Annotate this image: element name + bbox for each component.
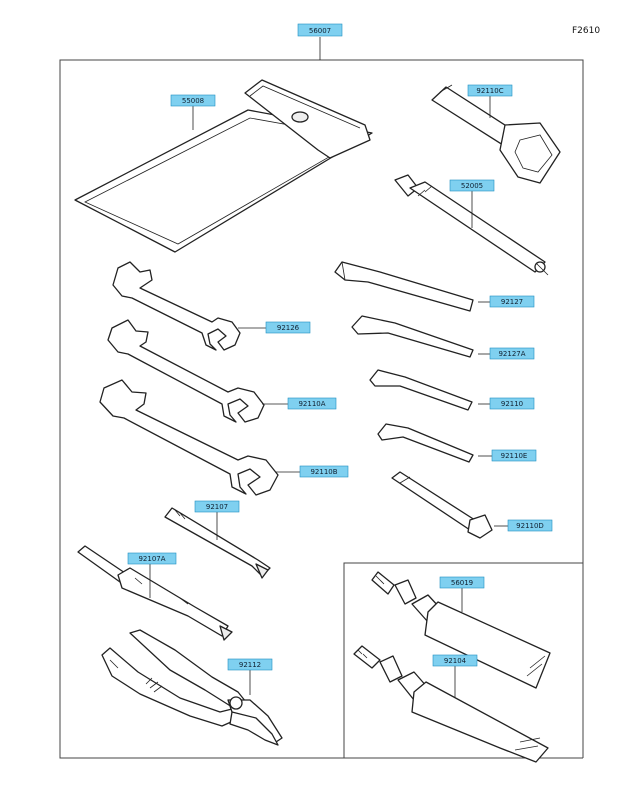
- hex-key-1: [334, 261, 474, 312]
- callout-label: 56019: [451, 579, 473, 587]
- tool-handle: [394, 174, 549, 276]
- grease-tube-2: [353, 645, 549, 763]
- callout-screwdriver-1[interactable]: 92107: [194, 500, 240, 513]
- callout-label: 52005: [461, 182, 483, 190]
- callout-label: 92107: [206, 503, 228, 511]
- callout-label: 92107A: [138, 555, 165, 563]
- callout-pliers[interactable]: 92112: [227, 658, 273, 671]
- kit-frame: [59, 59, 584, 759]
- leader-lines: [149, 96, 508, 698]
- tool-bag: [74, 79, 373, 253]
- callout-label: 92112: [239, 661, 261, 669]
- callout-wrench-3[interactable]: 92110B: [299, 465, 349, 478]
- callout-label: 92127: [501, 298, 523, 306]
- callout-hex-4[interactable]: 92110E: [491, 449, 537, 462]
- pliers: [101, 629, 283, 746]
- hex-key-2: [351, 315, 474, 358]
- callout-label: 56007: [309, 27, 331, 35]
- callout-hex-2[interactable]: 92127A: [489, 347, 535, 360]
- figure-id: F2610: [572, 26, 600, 36]
- callout-label: 92110B: [310, 468, 337, 476]
- callout-label: 92110A: [298, 400, 325, 408]
- callout-hex-1[interactable]: 92127: [489, 295, 535, 308]
- callout-hex-3[interactable]: 92110: [489, 397, 535, 410]
- callout-bag[interactable]: 55008: [170, 94, 216, 107]
- callout-grease-2[interactable]: 92104: [432, 654, 478, 667]
- spark-plug-wrench: [431, 84, 561, 184]
- callout-label: 92104: [444, 657, 467, 665]
- screwdriver-1: [164, 507, 271, 579]
- callout-kit[interactable]: 56007: [297, 23, 343, 37]
- hex-key-4: [377, 423, 474, 463]
- callout-handle[interactable]: 52005: [449, 179, 495, 192]
- callout-hex-driver[interactable]: 92110D: [507, 519, 553, 532]
- hex-driver: [391, 471, 493, 539]
- wrench-large: [99, 379, 279, 496]
- callout-label: 92110D: [516, 522, 544, 530]
- callout-screwdriver-2[interactable]: 92107A: [127, 552, 177, 565]
- callout-plug-wrench[interactable]: 92110C: [467, 84, 513, 97]
- callout-wrench-1[interactable]: 92126: [265, 321, 311, 334]
- wrench-medium: [107, 319, 265, 423]
- hex-key-3: [369, 369, 473, 411]
- callout-label: 92126: [277, 324, 300, 332]
- callout-label: 55008: [182, 97, 204, 105]
- grease-tube-1: [371, 571, 551, 689]
- callout-wrench-2[interactable]: 92110A: [287, 397, 337, 410]
- callout-grease-1[interactable]: 56019: [439, 576, 485, 589]
- callout-label: 92110E: [501, 452, 528, 460]
- callout-label: 92127A: [498, 350, 525, 358]
- callout-label: 92110: [501, 400, 523, 408]
- callout-label: 92110C: [476, 87, 503, 95]
- wrench-small: [112, 261, 241, 351]
- screwdriver-2: [77, 545, 233, 641]
